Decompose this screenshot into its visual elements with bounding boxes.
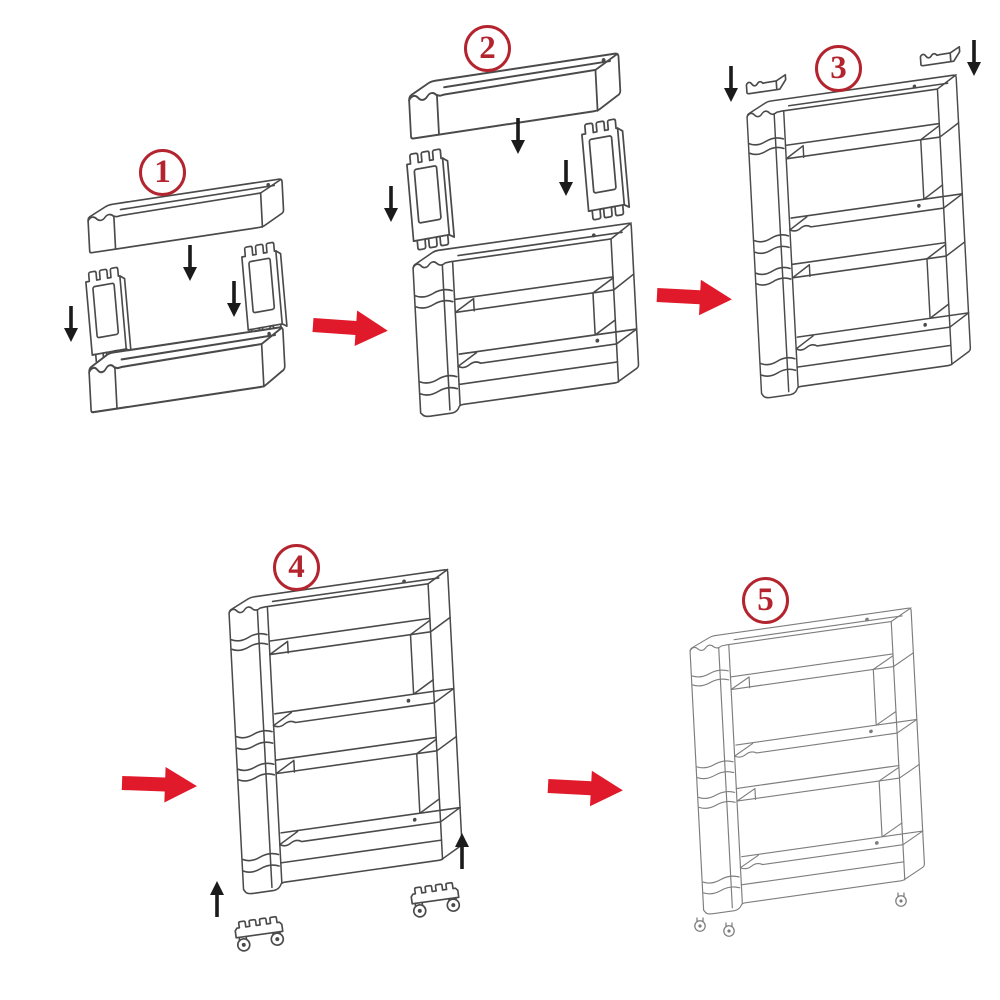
step-5-number: 5 [742, 577, 789, 624]
caster-part [409, 881, 462, 919]
side-panel-part [405, 146, 456, 252]
cap-part [745, 73, 788, 95]
caster-part [233, 915, 286, 953]
side-panel-part [84, 265, 133, 365]
next-step-arrow-icon [311, 307, 390, 349]
up-arrow-icon [209, 880, 225, 918]
down-arrow-icon [723, 65, 739, 103]
shelf-part [86, 177, 286, 254]
step-2-number: 2 [464, 25, 511, 72]
down-arrow-icon [226, 280, 242, 318]
wheel-icon [694, 917, 706, 932]
wheel-icon [895, 892, 907, 907]
down-arrow-icon [558, 159, 574, 197]
three-tier-rack [745, 73, 973, 400]
step-4-illustration [209, 568, 470, 953]
next-step-arrow-icon [547, 768, 624, 808]
down-arrow-icon [182, 244, 198, 282]
step-1-number: 1 [139, 149, 186, 196]
next-step-arrow-icon [121, 765, 198, 804]
three-tier-rack-with-wheels [688, 607, 927, 916]
down-arrow-icon [966, 39, 982, 77]
cap-part [919, 45, 962, 67]
step-3-number: 3 [815, 45, 862, 92]
side-panel-part [240, 240, 289, 340]
step-1-illustration [63, 177, 289, 414]
two-tier-frame [412, 222, 640, 418]
down-arrow-icon [63, 305, 79, 343]
three-tier-rack [227, 568, 464, 896]
next-step-arrow-icon [656, 277, 733, 317]
step-5-illustration [688, 607, 927, 937]
step-3-illustration [723, 39, 982, 400]
step-2-illustration [383, 52, 640, 418]
side-panel-part [580, 116, 631, 222]
wheel-icon [723, 922, 735, 937]
down-arrow-icon [383, 185, 399, 223]
step-4-number: 4 [273, 544, 320, 591]
